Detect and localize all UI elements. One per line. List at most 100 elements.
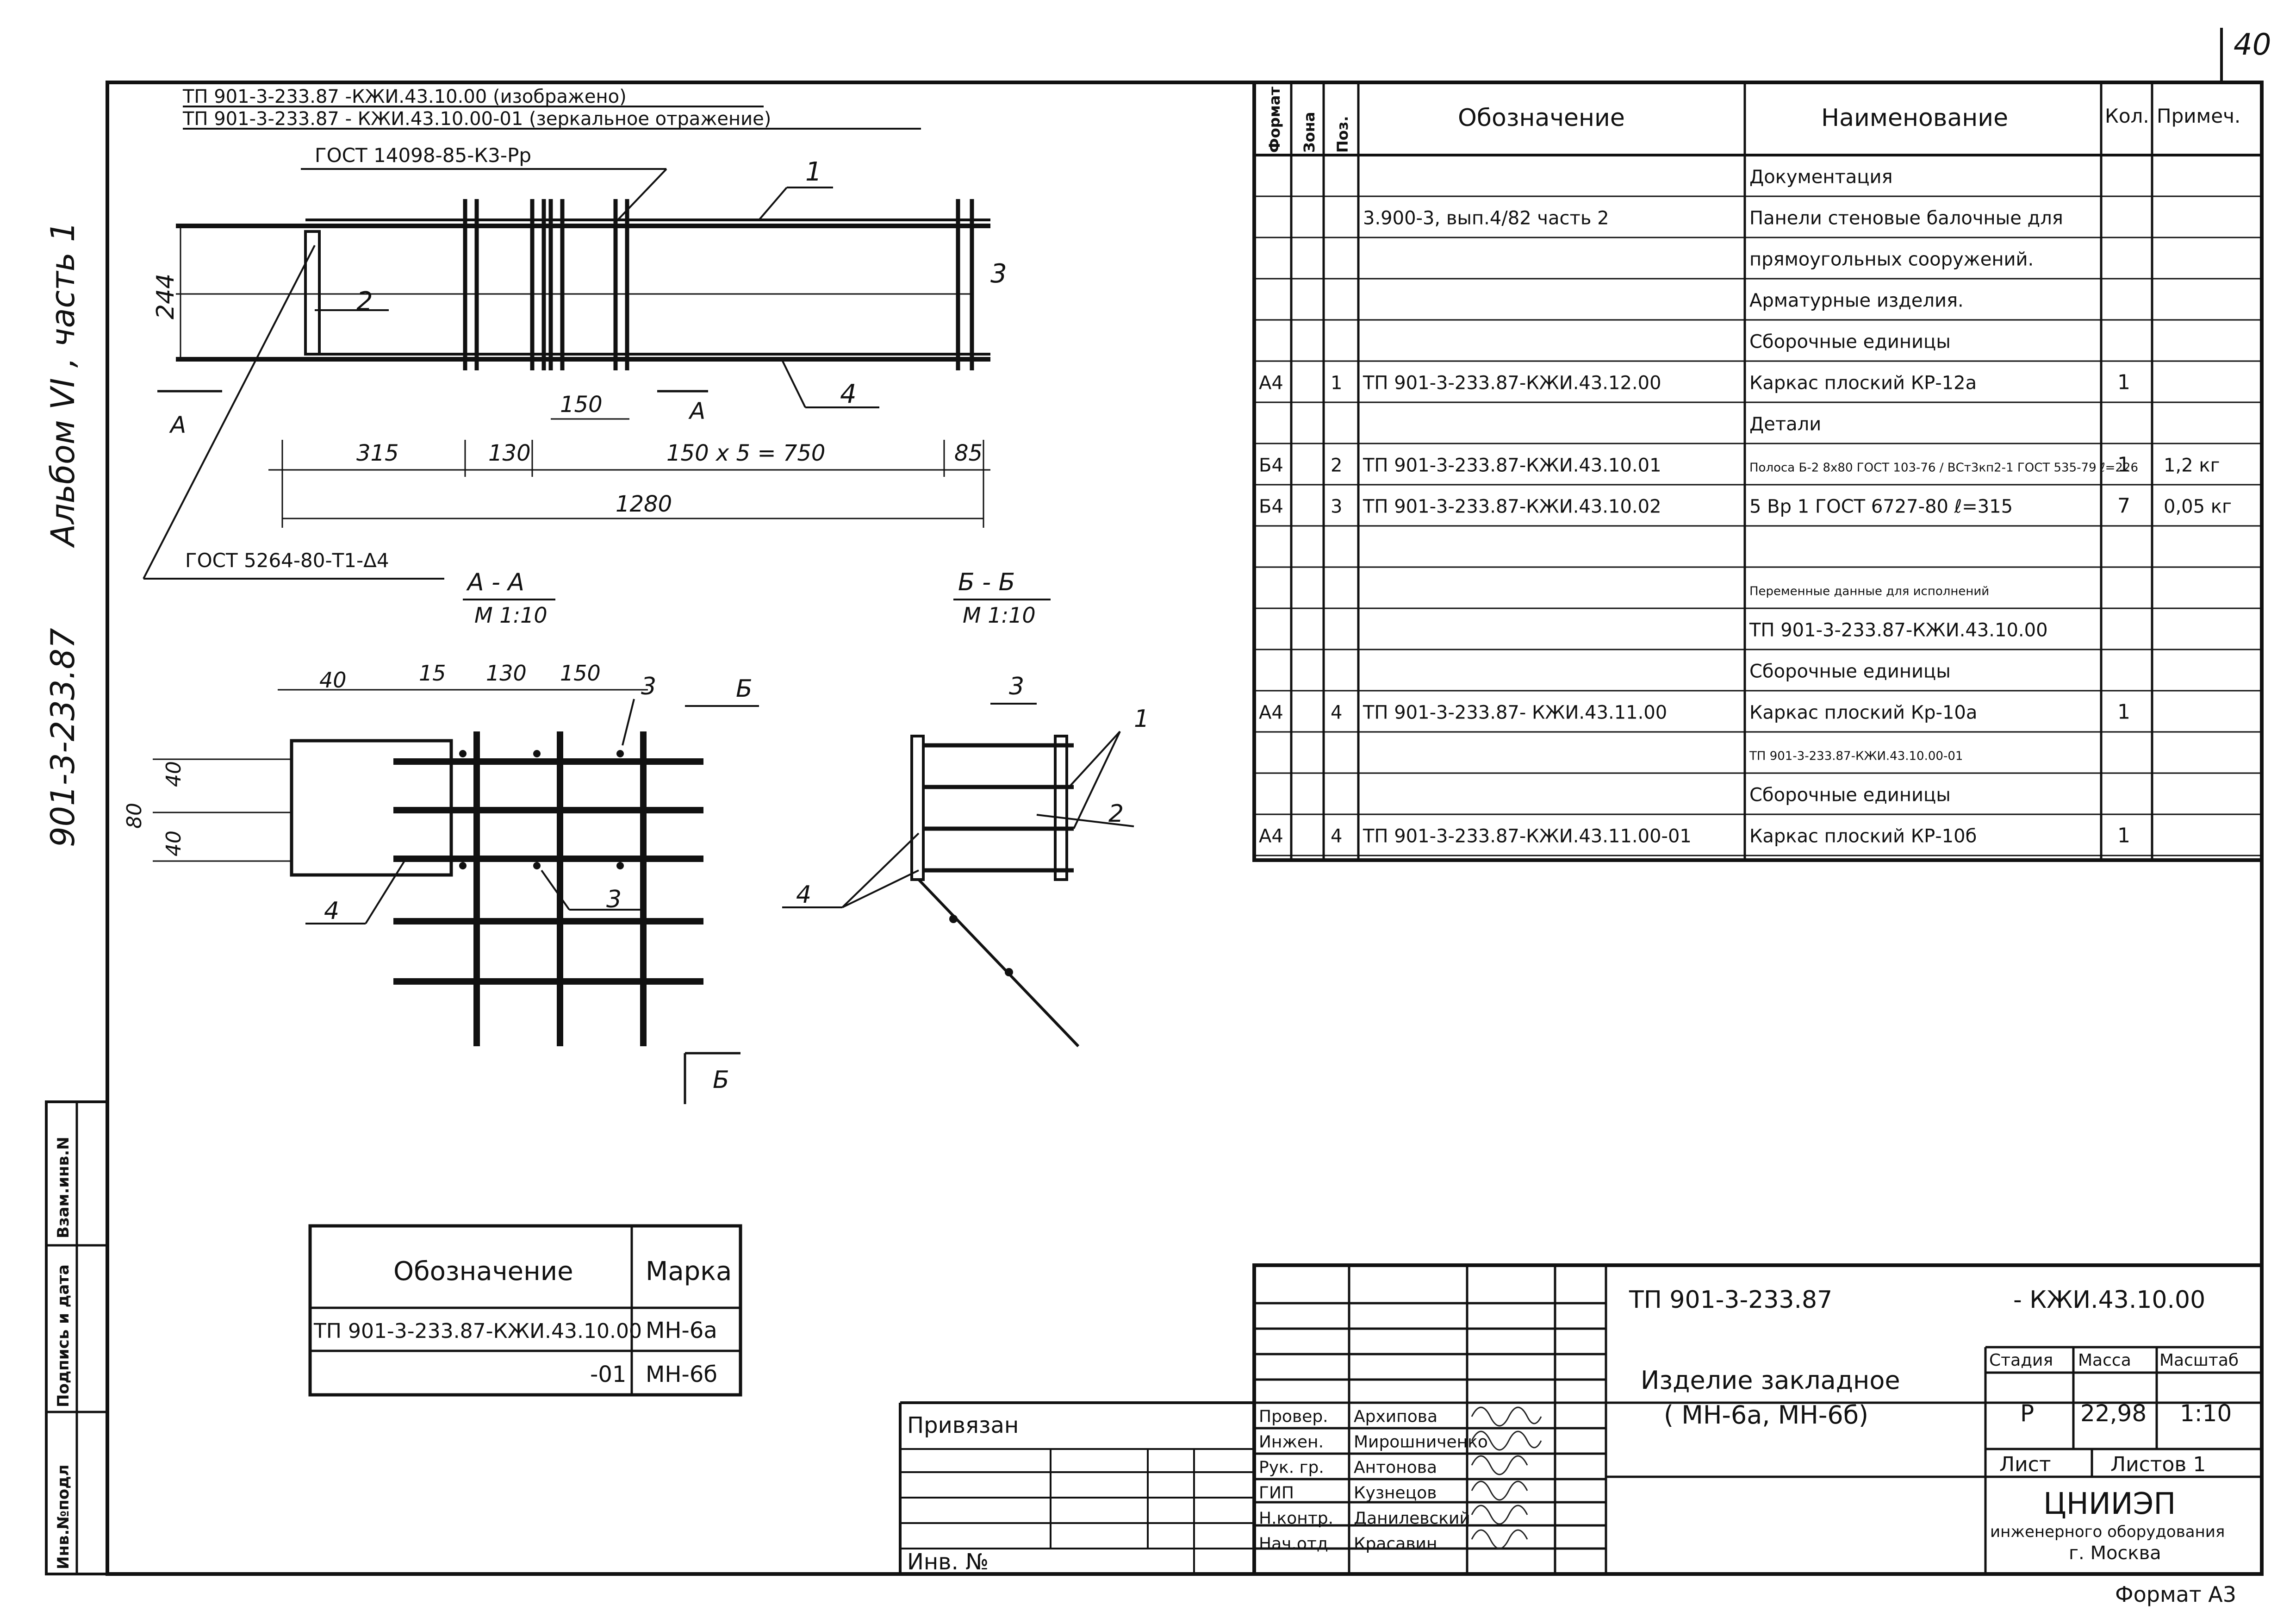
- dim-315: 315: [356, 440, 399, 466]
- spec-rows: Документация 3.900-3, вып.4/82 часть 2 Пан…: [1254, 167, 2262, 856]
- marks-r2-mark: МН-6б: [646, 1362, 717, 1387]
- spec-header-zone: Зона: [1300, 112, 1318, 153]
- org-name: ЦНИИЭП: [2043, 1487, 2176, 1521]
- album-label: Альбом VI , часть 1: [44, 221, 82, 548]
- dim-150: 150: [560, 392, 603, 418]
- project-code-label: 901-3-233.87: [44, 628, 82, 847]
- doc-code-right: - КЖИ.43.10.00: [2013, 1286, 2205, 1314]
- left-binding-strip: Взам.инв.N Подпись и дата Инв.№подл: [45, 1100, 109, 1575]
- dim-150x5: 150 x 5 = 750: [666, 440, 825, 466]
- spec-cell-name: Каркас плоский КР-12а: [1749, 373, 1977, 394]
- signer-role: Провер.: [1259, 1407, 1328, 1426]
- spec-cell-note: 0,05 кг: [2164, 496, 2232, 518]
- gost-top: ГОСТ 14098-85-К3-Рр: [315, 144, 531, 167]
- signatures: [1471, 1406, 1542, 1549]
- spec-cell-name: Детали: [1749, 414, 1821, 435]
- bb-callout-4: 4: [796, 881, 811, 909]
- bb-callout-1: 1: [1134, 705, 1149, 733]
- drawing-header-line1: ТП 901-3-233.87 -КЖИ.43.10.00 (изображен…: [182, 86, 627, 107]
- bb-callout-3: 3: [1009, 673, 1024, 700]
- section-aa-scale: М 1:10: [474, 603, 548, 628]
- aa-section-b-top: Б: [736, 675, 753, 703]
- spec-cell-designation: ТП 901-3-233.87-КЖИ.43.10.02: [1363, 496, 1661, 518]
- spec-cell-name: Каркас плоский КР-10б: [1749, 826, 1977, 847]
- spec-cell-pos: 1: [1331, 373, 1342, 394]
- aa-dim-40b: 40: [162, 761, 186, 787]
- spec-cell-name: Панели стеновые балочные для: [1749, 208, 2063, 229]
- spec-cell-qty: 1: [2117, 453, 2130, 477]
- spec-cell-designation: ТП 901-3-233.87-КЖИ.43.10.01: [1363, 455, 1661, 476]
- inv-podl-label: Инв.№подл: [54, 1465, 73, 1570]
- aa-callout-4: 4: [324, 897, 339, 925]
- spec-cell-name: Арматурные изделия.: [1749, 290, 1964, 312]
- list-label: Лист: [1999, 1453, 2051, 1476]
- aa-callout-3: 3: [641, 673, 656, 700]
- spec-cell-qty: 7: [2117, 494, 2130, 518]
- masshtab-header: Масштаб: [2159, 1351, 2239, 1370]
- spec-header-designation: Обозначение: [1458, 104, 1625, 132]
- marks-r1-mark: МН-6а: [646, 1318, 717, 1343]
- stadia-value: Р: [2020, 1400, 2034, 1427]
- sheet-format: Формат А3: [2115, 1582, 2236, 1607]
- aa-dim-130: 130: [486, 661, 527, 686]
- callout-2: 2: [356, 287, 373, 317]
- dim-244: 244: [152, 274, 180, 319]
- signer-role: Рук. гр.: [1259, 1458, 1324, 1477]
- masshtab-value: 1:10: [2180, 1400, 2232, 1427]
- listov-label: Листов 1: [2110, 1453, 2206, 1476]
- spec-cell-format: А4: [1259, 826, 1283, 847]
- section-bb-title: Б - Б: [958, 568, 1015, 596]
- signer-name: Антонова: [1354, 1458, 1437, 1477]
- section-a-right: А: [688, 398, 705, 425]
- spec-cell-designation: 3.900-3, вып.4/82 часть 2: [1363, 208, 1609, 229]
- spec-header-qty: Кол.: [2105, 105, 2149, 127]
- signer-name: Красавин: [1354, 1534, 1437, 1553]
- aa-dim-150: 150: [560, 661, 601, 686]
- marks-r2-designation: -01: [590, 1362, 626, 1387]
- aa-dim-40c: 40: [162, 831, 186, 856]
- spec-cell-name: ТП 901-3-233.87-КЖИ.43.10.00-01: [1749, 750, 1963, 763]
- section-bb: Б - Б М 1:10 3 1 2 4: [782, 568, 1149, 1048]
- spec-cell-format: Б4: [1259, 455, 1283, 476]
- spec-cell-designation: ТП 901-3-233.87- КЖИ.43.11.00: [1363, 702, 1667, 724]
- podpis-label: Подпись и дата: [54, 1264, 73, 1407]
- section-aa: А - А М 1:10 40 15 130 150 3 3 4: [123, 568, 759, 1104]
- section-a-left: А: [169, 412, 186, 438]
- doc-code-left: ТП 901-3-233.87: [1629, 1286, 1832, 1314]
- page-number: 40: [2234, 28, 2271, 62]
- spec-cell-name: Полоса Б-2 8х80 ГОСТ 103-76 / ВСт3кп2-1 …: [1749, 461, 2138, 475]
- spec-cell-name: Переменные данные для исполнений: [1749, 585, 1989, 599]
- spec-cell-pos: 4: [1331, 702, 1342, 724]
- massa-header: Масса: [2078, 1351, 2131, 1370]
- spec-cell-format: А4: [1259, 702, 1283, 724]
- signer-name: Данилевский: [1354, 1509, 1470, 1528]
- marks-r1-designation: ТП 901-3-233.87-КЖИ.43.10.00: [313, 1319, 642, 1343]
- spec-cell-pos: 2: [1331, 455, 1342, 476]
- spec-header-format: Формат: [1266, 87, 1283, 153]
- marks-header-designation: Обозначение: [393, 1256, 573, 1287]
- aa-section-b-bottom: Б: [713, 1066, 729, 1094]
- spec-cell-name: Документация: [1749, 167, 1893, 188]
- spec-cell-qty: 1: [2117, 371, 2130, 394]
- spec-cell-name: Сборочные единицы: [1749, 661, 1951, 682]
- spec-cell-pos: 4: [1331, 826, 1342, 847]
- spec-cell-name: Сборочные единицы: [1749, 785, 1951, 806]
- title-line1: Изделие закладное: [1641, 1366, 1900, 1395]
- spec-cell-designation: ТП 901-3-233.87-КЖИ.43.11.00-01: [1363, 826, 1692, 847]
- callout-3: 3: [990, 259, 1007, 289]
- aa-dim-40: 40: [319, 668, 347, 693]
- spec-cell-pos: 3: [1331, 496, 1342, 518]
- spec-cell-name: Сборочные единицы: [1749, 331, 1951, 353]
- spec-cell-format: А4: [1259, 373, 1283, 394]
- org-city: г. Москва: [2069, 1543, 2161, 1564]
- spec-cell-format: Б4: [1259, 496, 1283, 518]
- dim-1280: 1280: [616, 491, 672, 517]
- spec-header-note: Примеч.: [2157, 105, 2240, 127]
- signer-role: Н.контр.: [1259, 1509, 1333, 1528]
- stadia-header: Стадия: [1989, 1351, 2053, 1370]
- signer-role: Нач.отд: [1259, 1534, 1328, 1553]
- vzam-inv-label: Взам.инв.N: [54, 1137, 73, 1238]
- callout-4: 4: [840, 379, 857, 409]
- marks-table: Обозначение Марка ТП 901-3-233.87-КЖИ.43…: [308, 1224, 742, 1397]
